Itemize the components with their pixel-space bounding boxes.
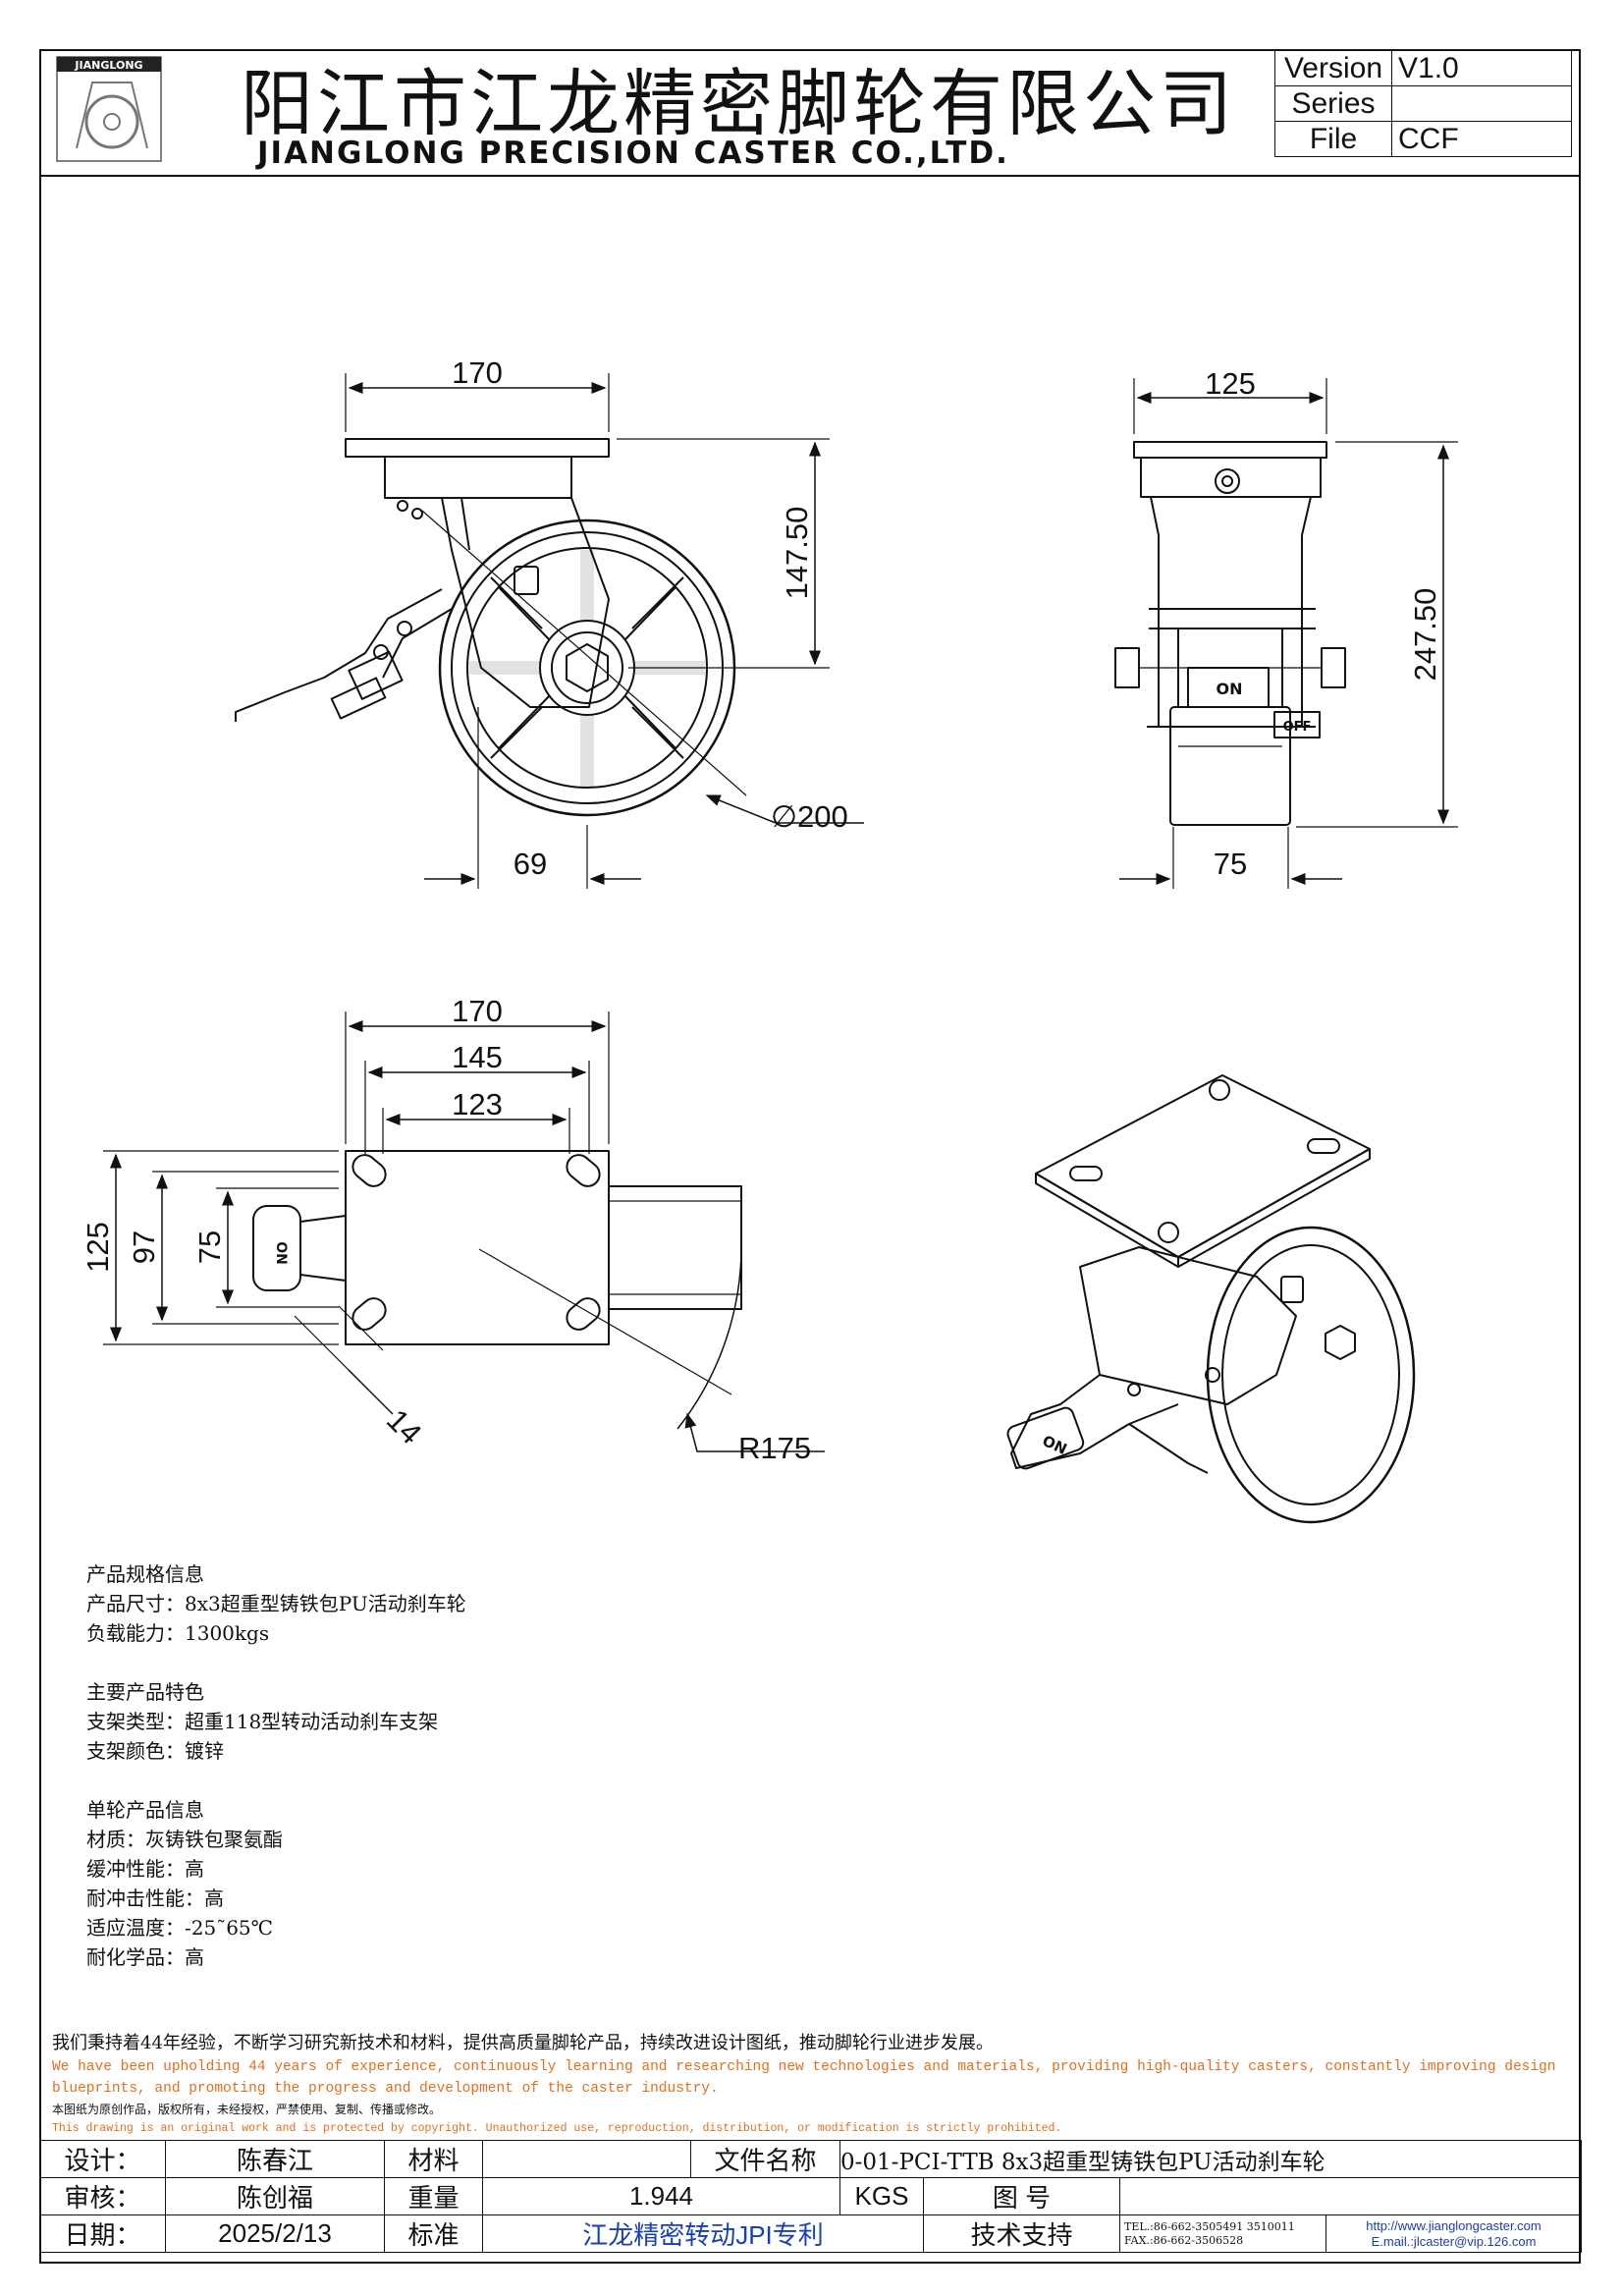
spec-heading-features: 主要产品特色	[86, 1680, 204, 1704]
weight-value: 1.944	[482, 2177, 840, 2215]
header-divider	[39, 175, 1581, 177]
spec-heading-wheel: 单轮产品信息	[86, 1798, 204, 1822]
spec-bracket-color: 支架颜色：镀锌	[86, 1739, 224, 1763]
design-label: 设计：	[39, 2140, 166, 2178]
filename-label: 文件名称	[690, 2140, 840, 2178]
standard-value: 江龙精密转动JPI专利	[482, 2214, 924, 2253]
product-specs: 产品规格信息 产品尺寸：8x3超重型铸铁包PU活动刹车轮 负载能力：1300kg…	[86, 1559, 466, 1972]
spec-bracket-type: 支架类型：超重118型转动活动刹车支架	[86, 1710, 439, 1733]
drawing-no-value	[1119, 2177, 1582, 2215]
dim-plate-145: 145	[452, 1040, 503, 1074]
motto-en: We have been upholding 44 years of exper…	[52, 2059, 1556, 2097]
spec-chemical: 耐化学品：高	[86, 1945, 204, 1969]
dim-brake-14: 14	[380, 1402, 428, 1450]
contact-fax: FAX.:86-662-3506528	[1124, 2233, 1244, 2247]
date-value: 2025/2/13	[165, 2214, 385, 2253]
material-label: 材料	[384, 2140, 483, 2178]
contact-tel: TEL.:86-662-3505491 3510011	[1124, 2219, 1295, 2233]
dim-side-height: 147.50	[780, 507, 814, 600]
support-label: 技术支持	[923, 2214, 1120, 2253]
spec-impact: 耐冲击性能：高	[86, 1886, 224, 1910]
top-on-label: ON	[273, 1241, 289, 1265]
front-on-label: ON	[1217, 680, 1243, 698]
version-label: Version	[1274, 50, 1392, 86]
copyright-en: This drawing is an original work and is …	[52, 2122, 1062, 2135]
spec-temperature: 适应温度：-25˜65℃	[86, 1916, 274, 1940]
dim-total-height: 247.50	[1408, 588, 1442, 682]
file-value: CCF	[1391, 121, 1572, 157]
designer-name: 陈春江	[165, 2140, 385, 2178]
dim-wheel-width: 75	[1214, 847, 1247, 881]
series-label: Series	[1274, 85, 1392, 122]
front-off-label: OFF	[1283, 720, 1312, 735]
dim-plate-170: 170	[452, 994, 503, 1028]
footer-notes: 我们秉持着44年经验，不断学习研究新技术和材料，提供高质量脚轮产品，持续改进设计…	[52, 2031, 1574, 2139]
dim-plate-97: 97	[127, 1230, 161, 1264]
front-view: ON OFF 125 247.50 75	[1114, 366, 1458, 889]
contact-email[interactable]: E.mail.:jlcaster@vip.126.com	[1371, 2233, 1537, 2249]
side-view: 170 147.50 ∅200 69	[235, 355, 864, 889]
dim-wheel-diameter: ∅200	[771, 799, 848, 834]
filename-value: 0-01-PCI-TTB 8x3超重型铸铁包PU活动刹车轮	[839, 2140, 1582, 2178]
title-block: 设计： 陈春江 材料 文件名称 0-01-PCI-TTB 8x3超重型铸铁包PU…	[39, 2140, 1582, 2253]
dim-offset: 69	[514, 847, 547, 881]
company-name-cn: 阳江市江龙精密脚轮有限公司	[241, 62, 1236, 146]
material-value	[482, 2140, 691, 2178]
dim-plate-75: 75	[192, 1230, 227, 1264]
standard-label: 标准	[384, 2214, 483, 2253]
company-logo: JIANGLONG	[56, 56, 162, 162]
review-label: 审核：	[39, 2177, 166, 2215]
spec-material: 材质：灰铸铁包聚氨酯	[86, 1828, 283, 1851]
spec-load: 负载能力：1300kgs	[86, 1621, 270, 1645]
isometric-view: ON	[1006, 1074, 1416, 1524]
reviewer-name: 陈创福	[165, 2177, 385, 2215]
drawing-no-label: 图 号	[923, 2177, 1120, 2215]
contact-web: http://www.jianglongcaster.com E.mail.:j…	[1325, 2214, 1582, 2253]
contact-website[interactable]: http://www.jianglongcaster.com	[1366, 2217, 1542, 2233]
drawing-frame	[39, 49, 1581, 2264]
weight-unit: KGS	[839, 2177, 924, 2215]
version-value: V1.0	[1391, 50, 1572, 86]
dim-front-width: 125	[1205, 366, 1256, 401]
motto-cn: 我们秉持着44年经验，不断学习研究新技术和材料，提供高质量脚轮产品，持续改进设计…	[52, 2033, 994, 2053]
copyright-cn: 本图纸为原创作品，版权所有，未经授权，严禁使用、复制、传播或修改。	[52, 2103, 442, 2116]
dim-swivel-radius: R175	[738, 1431, 811, 1465]
file-label: File	[1274, 121, 1392, 157]
dim-plate-123: 123	[452, 1087, 503, 1121]
dim-plate-125: 125	[81, 1222, 115, 1273]
spec-cushion: 缓冲性能：高	[86, 1857, 204, 1881]
weight-label: 重量	[384, 2177, 483, 2215]
company-name-en: JIANGLONG PRECISION CASTER CO.,LTD.	[257, 136, 1009, 171]
logo-text: JIANGLONG	[74, 59, 142, 72]
spec-heading-product: 产品规格信息	[86, 1562, 204, 1586]
date-label: 日期：	[39, 2214, 166, 2253]
spec-size: 产品尺寸：8x3超重型铸铁包PU活动刹车轮	[86, 1592, 466, 1615]
top-view: ON R175 170 145 123 125 97 75 14	[81, 994, 825, 1465]
dim-side-width: 170	[452, 355, 503, 390]
contact-phone: TEL.:86-662-3505491 3510011 FAX.:86-662-…	[1119, 2214, 1326, 2253]
